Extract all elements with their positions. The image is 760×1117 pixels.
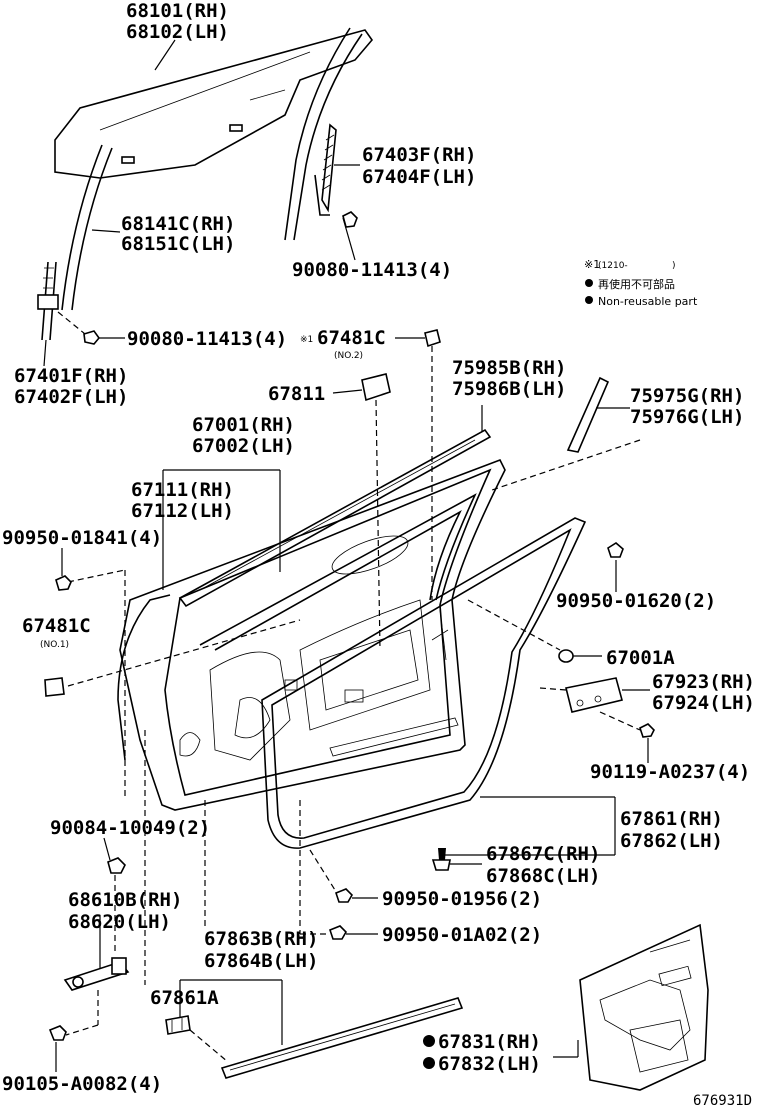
legend-note-mark: ※1	[584, 258, 600, 271]
label-glass-lh: 68102(LH)	[126, 21, 229, 43]
leader-68141	[91, 229, 121, 233]
dash-67861a	[189, 1029, 229, 1063]
cushion-no2	[424, 329, 441, 348]
label-ws2-rh: 67863B(RH)	[204, 928, 318, 950]
label-rear-run-rh: 67401F(RH)	[14, 365, 128, 387]
label-chan-lh: 68151C(LH)	[121, 233, 235, 255]
cushion-no1	[44, 677, 65, 697]
label-ws-rh: 67861(RH)	[620, 808, 723, 830]
label-cush2: 67481C	[317, 327, 386, 349]
diagram-id: 676931D	[693, 1093, 752, 1109]
bolt-icon	[83, 330, 101, 345]
label-glass-rh: 68101(RH)	[126, 0, 229, 22]
label-seal-rh: 67831(RH)	[438, 1031, 541, 1053]
label-chk-lh: 68620(LH)	[68, 911, 171, 933]
door-glass	[54, 29, 374, 179]
label-rear-run-lh: 67402F(LH)	[14, 386, 128, 408]
dash-67001a	[467, 599, 561, 651]
label-screw-a0082: 90105-A0082(4)	[2, 1073, 162, 1095]
label-panel-lh: 67112(LH)	[131, 500, 234, 522]
bolt-icon	[107, 857, 126, 874]
label-clip-rh: 67867C(RH)	[486, 843, 600, 865]
label-ws-lh: 67862(LH)	[620, 830, 723, 852]
label-cush2-sub: (NO.2)	[334, 351, 363, 361]
label-mould-rh: 75985B(RH)	[452, 357, 566, 379]
bullet-icon	[585, 296, 593, 304]
label-door-lh: 67002(LH)	[192, 435, 295, 457]
label-door-rh: 67001(RH)	[192, 414, 295, 436]
lower-weatherstrip	[220, 997, 464, 1079]
label-cush2-mark: ※1	[300, 335, 313, 345]
legend-nonreuse-jp: 再使用不可部品	[598, 277, 675, 291]
legend-nonreuse-en: Non-reusable part	[598, 295, 698, 308]
door-weatherstrip	[261, 517, 587, 849]
label-cush1-sub: (NO.1)	[40, 640, 69, 650]
legend-note-close: )	[672, 261, 676, 271]
label-run-rh: 67403F(RH)	[362, 144, 476, 166]
label-ws-clip: 67861A	[150, 987, 219, 1009]
screw-icon	[639, 723, 655, 738]
clip-67867	[431, 848, 451, 871]
label-panel-rh: 67111(RH)	[131, 479, 234, 501]
label-67811: 67811	[268, 383, 325, 405]
clip-icon	[55, 575, 72, 591]
clip-icon	[335, 888, 353, 903]
label-mould-lh: 75986B(LH)	[452, 378, 566, 400]
label-screw-a0237: 90119-A0237(4)	[590, 761, 750, 783]
frame-garnish	[566, 376, 610, 453]
dash-garnish	[491, 439, 641, 491]
label-cush1: 67481C	[22, 615, 91, 637]
label-clip-01956: 90950-01956(2)	[382, 888, 542, 910]
door-check	[63, 957, 130, 991]
ws-clip-67861a	[165, 1015, 191, 1035]
bolt-icon	[342, 211, 358, 228]
label-clip-lh: 67868C(LH)	[486, 865, 600, 887]
screw-icon	[48, 1025, 67, 1041]
glass-run-retainer	[314, 123, 337, 216]
label-bolt-mid: 90080-11413(4)	[127, 328, 287, 350]
leader-67401	[43, 339, 47, 367]
label-clip-01620: 90950-01620(2)	[556, 590, 716, 612]
label-brk-rh: 67923(RH)	[652, 671, 755, 693]
label-garn-rh: 75975G(RH)	[630, 385, 744, 407]
dash-cush1	[67, 619, 301, 687]
dash-a0237	[599, 711, 641, 731]
cushion-67811	[361, 373, 391, 402]
label-chan-rh: 68141C(RH)	[121, 213, 235, 235]
label-chk-rh: 68610B(RH)	[68, 889, 182, 911]
label-garn-lh: 75976G(LH)	[630, 406, 744, 428]
clip-icon	[607, 542, 624, 558]
rear-glass-channel	[61, 144, 113, 311]
leader-glass	[154, 39, 176, 71]
leader-67811	[332, 389, 363, 394]
nonreuse-bullet-icon	[423, 1057, 435, 1069]
front-run-channel	[284, 27, 363, 241]
belt-moulding	[178, 428, 492, 608]
label-seal-lh: 67832(LH)	[438, 1053, 541, 1075]
plug-67001a	[558, 649, 574, 663]
label-brk-lh: 67924(LH)	[652, 692, 755, 714]
nonreuse-bullet-icon	[423, 1035, 435, 1047]
dash-67811	[375, 399, 381, 651]
door-bracket	[565, 677, 623, 713]
bullet-icon	[585, 279, 593, 287]
leader-10049	[103, 837, 111, 861]
label-bolt-10049: 90084-10049(2)	[50, 817, 210, 839]
hole-seal	[579, 923, 709, 1091]
dash-67923	[539, 687, 567, 691]
rear-run-bracket	[37, 261, 59, 341]
dash-01956	[309, 849, 341, 899]
label-clip-01841: 90950-01841(4)	[2, 527, 162, 549]
label-ws2-lh: 67864B(LH)	[204, 950, 318, 972]
dash-a0082-b	[65, 1024, 99, 1036]
label-plug-67001a: 67001A	[606, 647, 675, 669]
label-run-lh: 67404F(LH)	[362, 166, 476, 188]
legend-note-range: (1210-	[598, 261, 628, 271]
label-clip-01a02: 90950-01A02(2)	[382, 924, 542, 946]
label-bolt-top: 90080-11413(4)	[292, 259, 452, 281]
dash-01841-a	[67, 569, 126, 583]
clip-icon	[329, 925, 347, 940]
